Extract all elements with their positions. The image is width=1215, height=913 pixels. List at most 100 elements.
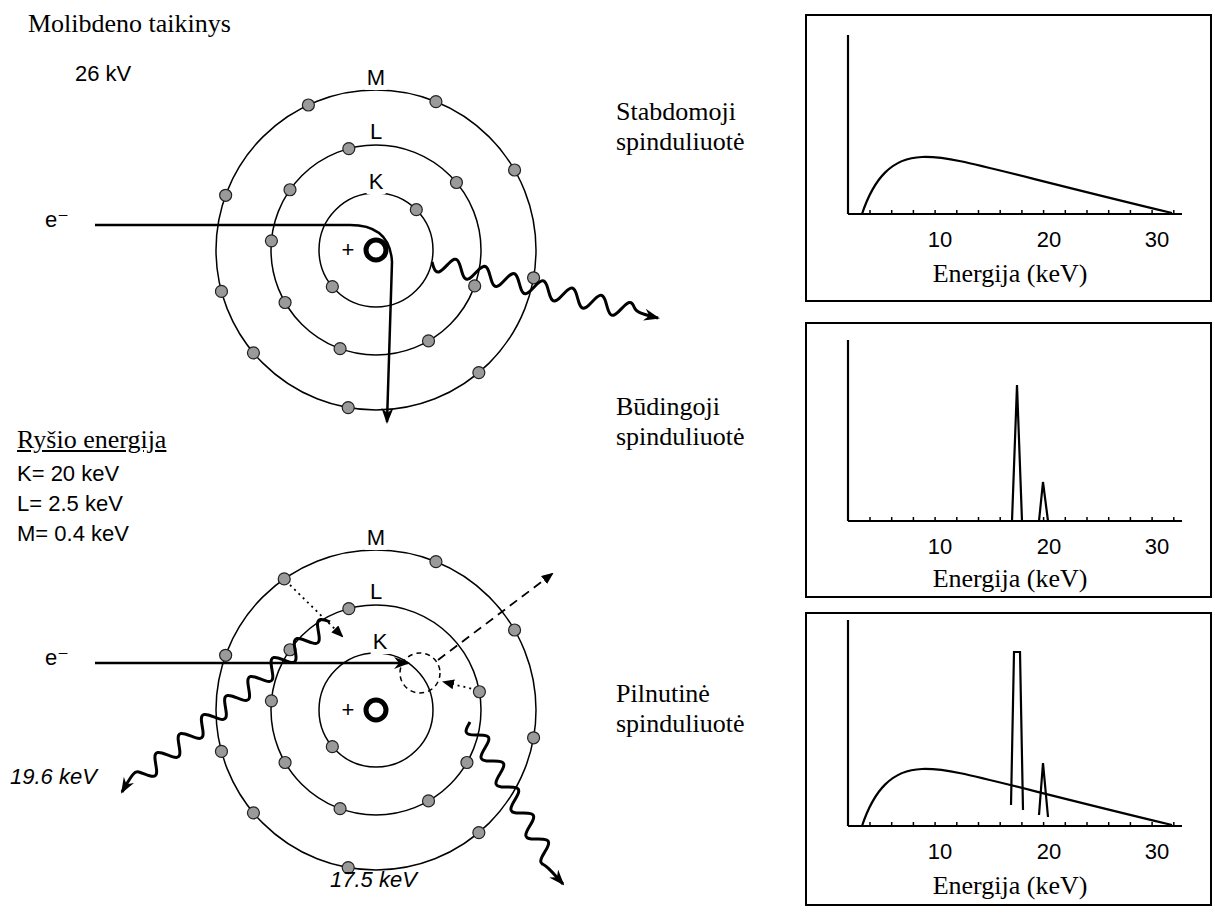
axis-tick [1065,210,1067,214]
axis-tick [1130,210,1132,214]
axis-tick [1043,210,1045,214]
axis-tick [978,210,980,214]
photon-wave [466,722,563,884]
axis-tick [1086,822,1088,826]
photon-wave [122,620,330,792]
axis-tick [1065,517,1067,521]
energy-label: K= 20 keV [17,462,119,486]
electron [410,204,422,216]
electron [334,803,346,815]
axis-tick [1173,517,1175,521]
photon-energy: 17.5 keV [330,868,417,892]
axis-tick [1065,822,1067,826]
axis-tick [1173,210,1175,214]
electron [220,189,232,201]
axis-tick [956,517,958,521]
shell-label: M [365,526,387,550]
axis-tick [999,517,1001,521]
electron [342,402,354,414]
panel-title: Pilnutinė spinduliuotė [616,679,796,739]
axis-tick [1173,822,1175,826]
axis-tick [913,210,915,214]
photon-wave [432,259,658,318]
tick-label: 20 [1037,535,1061,559]
characteristic-chart [848,340,1182,521]
electron [461,757,473,769]
electron [473,686,485,698]
panel-title: Stabdomoji spinduliuotė [616,97,796,157]
chart-panel: Būdingoji spinduliuotė102030Energija (ke… [805,322,1212,598]
axis-tick [999,822,1001,826]
electron [423,335,435,347]
electron [215,285,227,297]
shell-label: L [368,580,384,604]
electron [247,347,259,359]
chart-panel: Pilnutinė spinduliuotė102030Energija (ke… [805,612,1212,906]
axis-tick [956,822,958,826]
energy-label: M= 0.4 keV [17,522,129,546]
tick-label: 20 [1037,228,1061,252]
axis-tick [913,822,915,826]
electron [423,795,435,807]
axis-tick [956,210,958,214]
axis-tick [1043,822,1045,826]
axis-tick [934,517,936,521]
tick-label: 20 [1037,840,1061,864]
electron [528,732,540,744]
shell-label: M [365,66,387,90]
axis-tick [1043,517,1045,521]
electron [430,556,442,568]
tick-label: 10 [928,228,952,252]
chart-panel: Stabdomoji spinduliuotė102030Energija (k… [805,14,1212,302]
atom-bottom [95,550,552,870]
electron [473,367,485,379]
atom-top [95,90,536,422]
axis-tick [1086,210,1088,214]
axis-tick [1130,517,1132,521]
electron [430,96,442,108]
tick-label: 30 [1145,840,1169,864]
electron [334,343,346,355]
axis-tick [869,210,871,214]
axis-tick [1130,822,1132,826]
electron [279,757,291,769]
axis-tick [1021,210,1023,214]
axis-title: Energija (keV) [933,872,1088,901]
electron [343,143,355,155]
electron [215,745,227,757]
electron [284,184,296,196]
electron [450,177,462,189]
axis-tick [1151,210,1153,214]
axis-tick [1108,210,1110,214]
axis-tick [869,517,871,521]
panel-title: Būdingoji spinduliuotė [616,392,796,452]
electron [509,624,521,636]
axis-tick [1108,517,1110,521]
tick-label: 10 [928,535,952,559]
axis-tick [1021,517,1023,521]
electron-label: e⁻ [45,208,69,232]
electron [302,99,314,111]
voltage-label: 26 kV [75,62,131,86]
axis-tick [891,822,893,826]
axis-tick [934,210,936,214]
electron [326,741,338,753]
electron [220,649,232,661]
electron [247,807,259,819]
nucleus-sign: + [340,238,357,262]
axis-tick [999,210,1001,214]
electron [278,573,290,585]
electron [279,297,291,309]
total-chart [848,620,1182,826]
axis-tick [891,517,893,521]
electron [469,280,481,292]
axis-tick [978,822,980,826]
electron [509,164,521,176]
electron [343,603,355,615]
shell-label: K [371,630,390,654]
axis-tick [1086,517,1088,521]
nucleus-sign: + [340,698,357,722]
electron-label: e⁻ [45,646,69,670]
heading-label: Ryšio energija [17,426,166,455]
electron [326,281,338,293]
